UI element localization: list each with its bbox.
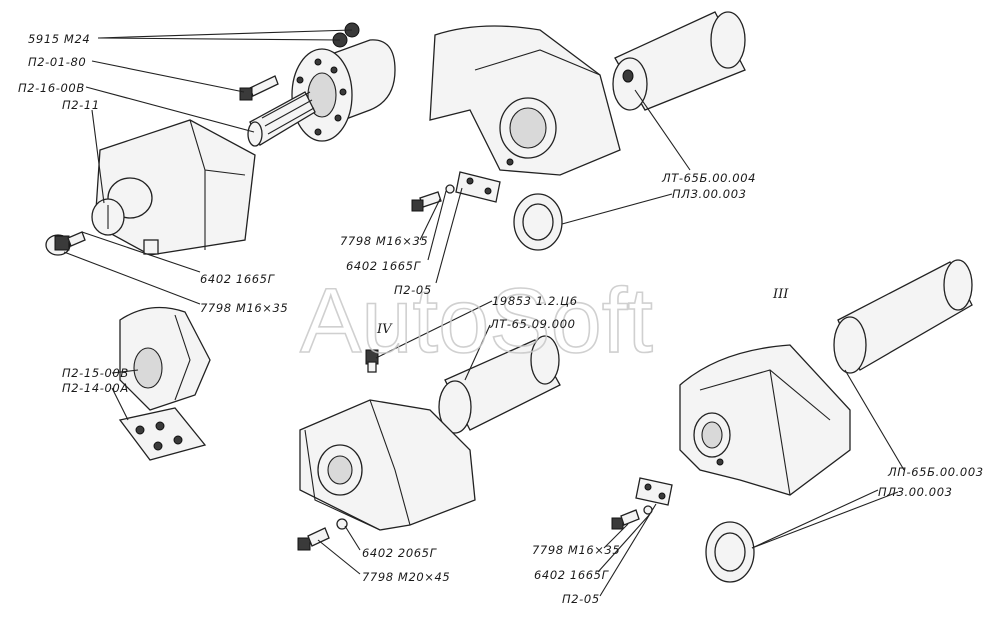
label-bolt-left: 7798 М16×35 <box>200 301 288 315</box>
watermark: AutoSoft <box>300 270 653 372</box>
seal-ring-top <box>513 193 563 251</box>
plate-top-middle <box>455 171 501 203</box>
label-seal-right: ПЛЗ.00.003 <box>878 485 953 499</box>
label-p2-15-00v: П2-15-00В <box>62 366 129 380</box>
shaft-middle <box>438 335 561 434</box>
label-p2-14-00a: П2-14-00А <box>62 381 129 395</box>
flange-hub-assembly <box>247 39 396 147</box>
label-p2-11: П2-11 <box>62 98 100 112</box>
leader-lines <box>63 29 905 597</box>
label-bolt-middle: 7798 М20×45 <box>362 570 450 584</box>
bolt-top-middle <box>411 184 455 212</box>
label-shaft-right: ЛП-65Б.00.003 <box>887 465 984 479</box>
gear-segment <box>119 306 211 411</box>
label-grease-fitting: 19853 1.2.Ц6 <box>492 294 578 308</box>
section-mark-iv: IV <box>376 322 393 337</box>
label-bolt-right: 7798 М16×35 <box>532 543 620 557</box>
label-washer-left: 6402 1665Г <box>200 272 276 286</box>
bracket-right <box>679 344 851 496</box>
bolt-top-left <box>239 75 279 101</box>
label-plate-right: П2-05 <box>562 592 600 606</box>
bracket-middle <box>299 399 476 531</box>
shaft-top <box>612 11 746 111</box>
label-shaft-top: ЛТ-65Б.00.004 <box>661 171 756 185</box>
bolt-middle <box>297 518 348 551</box>
section-mark-iii: III <box>772 287 789 302</box>
lock-plates <box>118 407 207 461</box>
label-washer-middle: 6402 2065Г <box>362 546 438 560</box>
label-p2-16-00v: П2-16-00В <box>18 81 85 95</box>
label-nut-m24: 5915 М24 <box>28 32 90 46</box>
label-bolt-top-middle: 7798 М16×35 <box>340 234 428 248</box>
cover-housing <box>91 119 256 256</box>
label-p2-01-80: П2-01-80 <box>28 55 86 69</box>
label-seal-top: ПЛЗ.00.003 <box>672 187 747 201</box>
label-plate-top-middle: П2-05 <box>394 283 432 297</box>
nuts-top <box>332 22 360 48</box>
bracket-top <box>429 25 621 176</box>
label-washer-top-middle: 6402 1665Г <box>346 259 422 273</box>
shaft-right <box>833 259 973 374</box>
bolt-right <box>611 505 653 530</box>
label-shaft-middle: ЛТ-65.09.000 <box>489 317 576 331</box>
plate-right <box>635 477 673 506</box>
bolt-left <box>45 231 86 256</box>
seal-ring-right <box>705 521 755 583</box>
label-washer-right: 6402 1665Г <box>534 568 610 582</box>
